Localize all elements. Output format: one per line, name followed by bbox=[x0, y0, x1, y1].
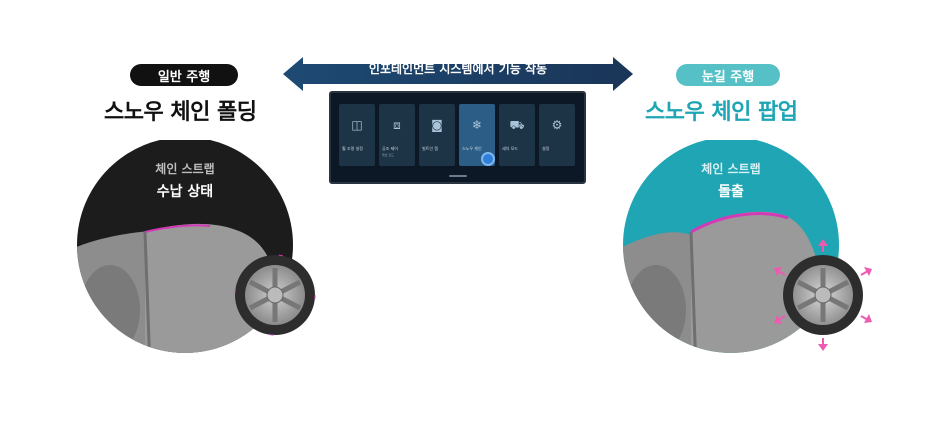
left-badge-text: 일반 주행 bbox=[157, 69, 211, 85]
tile-builtin-cam[interactable]: ◙ 빌트인 캠 bbox=[419, 104, 455, 166]
tile-car-wash[interactable]: ⛟ 세차 모드 bbox=[499, 104, 535, 166]
left-circle-label: 체인 스트랩 수납 상태 bbox=[85, 160, 285, 201]
tile-climate[interactable]: ⧈ 공조 제어 제습 모드 bbox=[379, 104, 415, 166]
right-circle-line2: 돌출 bbox=[718, 184, 744, 200]
right-badge: 눈길 주행 bbox=[676, 64, 780, 86]
arrow-label: 인포테인먼트 시스템에서 기능 작동 bbox=[368, 62, 548, 76]
right-circle-label: 체인 스트랩 돌출 bbox=[631, 160, 831, 201]
tire-light-icon: ◫ bbox=[351, 118, 363, 132]
left-title: 스노우 체인 폴딩 bbox=[104, 100, 257, 125]
left-wheel-icon bbox=[234, 254, 316, 336]
tile-settings[interactable]: ⚙ 설정 bbox=[539, 104, 575, 166]
gear-icon: ⚙ bbox=[551, 118, 563, 132]
tile-snow-chain[interactable]: ❄ 스노우 체인 bbox=[459, 104, 495, 166]
right-circle-line1: 체인 스트랩 bbox=[701, 162, 761, 176]
double-arrow bbox=[283, 57, 633, 91]
car-wash-icon: ⛟ bbox=[509, 118, 525, 132]
right-title: 스노우 체인 팝업 bbox=[645, 100, 798, 125]
page-dots bbox=[449, 175, 467, 177]
left-circle-line1: 체인 스트랩 bbox=[155, 162, 215, 176]
infotainment-screen: ◫ 휠 조명 설정 ⧈ 공조 제어 제습 모드 ◙ 빌트인 캠 ❄ 스노우 체인… bbox=[329, 91, 586, 184]
climate-icon: ⧈ bbox=[393, 118, 401, 132]
right-illustration bbox=[623, 140, 872, 353]
left-circle-line2: 수납 상태 bbox=[156, 184, 214, 200]
right-wheel-icon bbox=[783, 255, 863, 335]
snowflake-icon: ❄ bbox=[471, 118, 483, 132]
popup-arrows bbox=[774, 239, 872, 351]
tile-wheel-light[interactable]: ◫ 휠 조명 설정 bbox=[339, 104, 375, 166]
touch-indicator bbox=[481, 152, 495, 166]
right-badge-text: 눈길 주행 bbox=[701, 69, 755, 85]
camera-icon: ◙ bbox=[431, 118, 443, 132]
left-illustration bbox=[77, 140, 316, 353]
left-badge: 일반 주행 bbox=[130, 64, 238, 86]
